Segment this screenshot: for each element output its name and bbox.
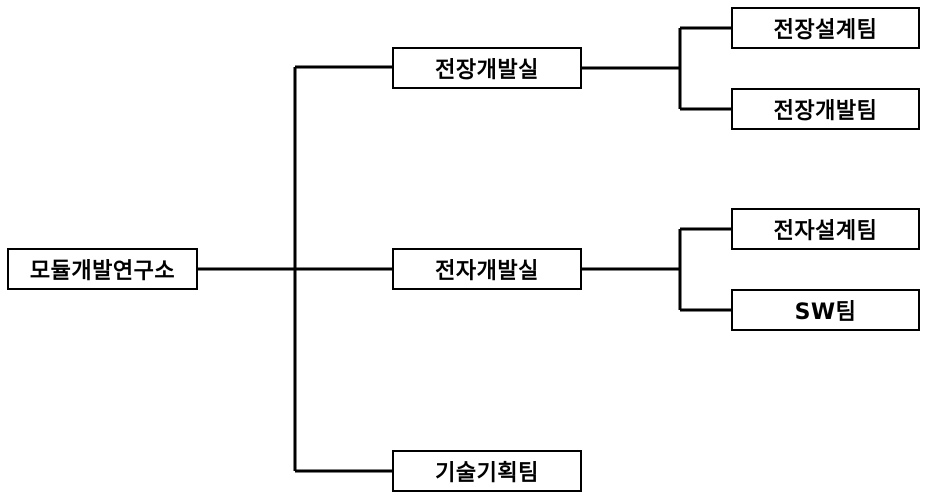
node-division-3: 기술기획팀 xyxy=(392,450,582,492)
node-team-2: 전장개발팀 xyxy=(731,88,920,130)
node-team-1: 전장설계팀 xyxy=(731,7,920,49)
node-team-3: 전자설계팀 xyxy=(731,208,920,250)
node-division-2: 전자개발실 xyxy=(392,248,582,290)
node-division-1: 전장개발실 xyxy=(392,47,582,89)
node-root: 모듈개발연구소 xyxy=(7,248,198,290)
node-team-4: SW팀 xyxy=(731,289,920,331)
